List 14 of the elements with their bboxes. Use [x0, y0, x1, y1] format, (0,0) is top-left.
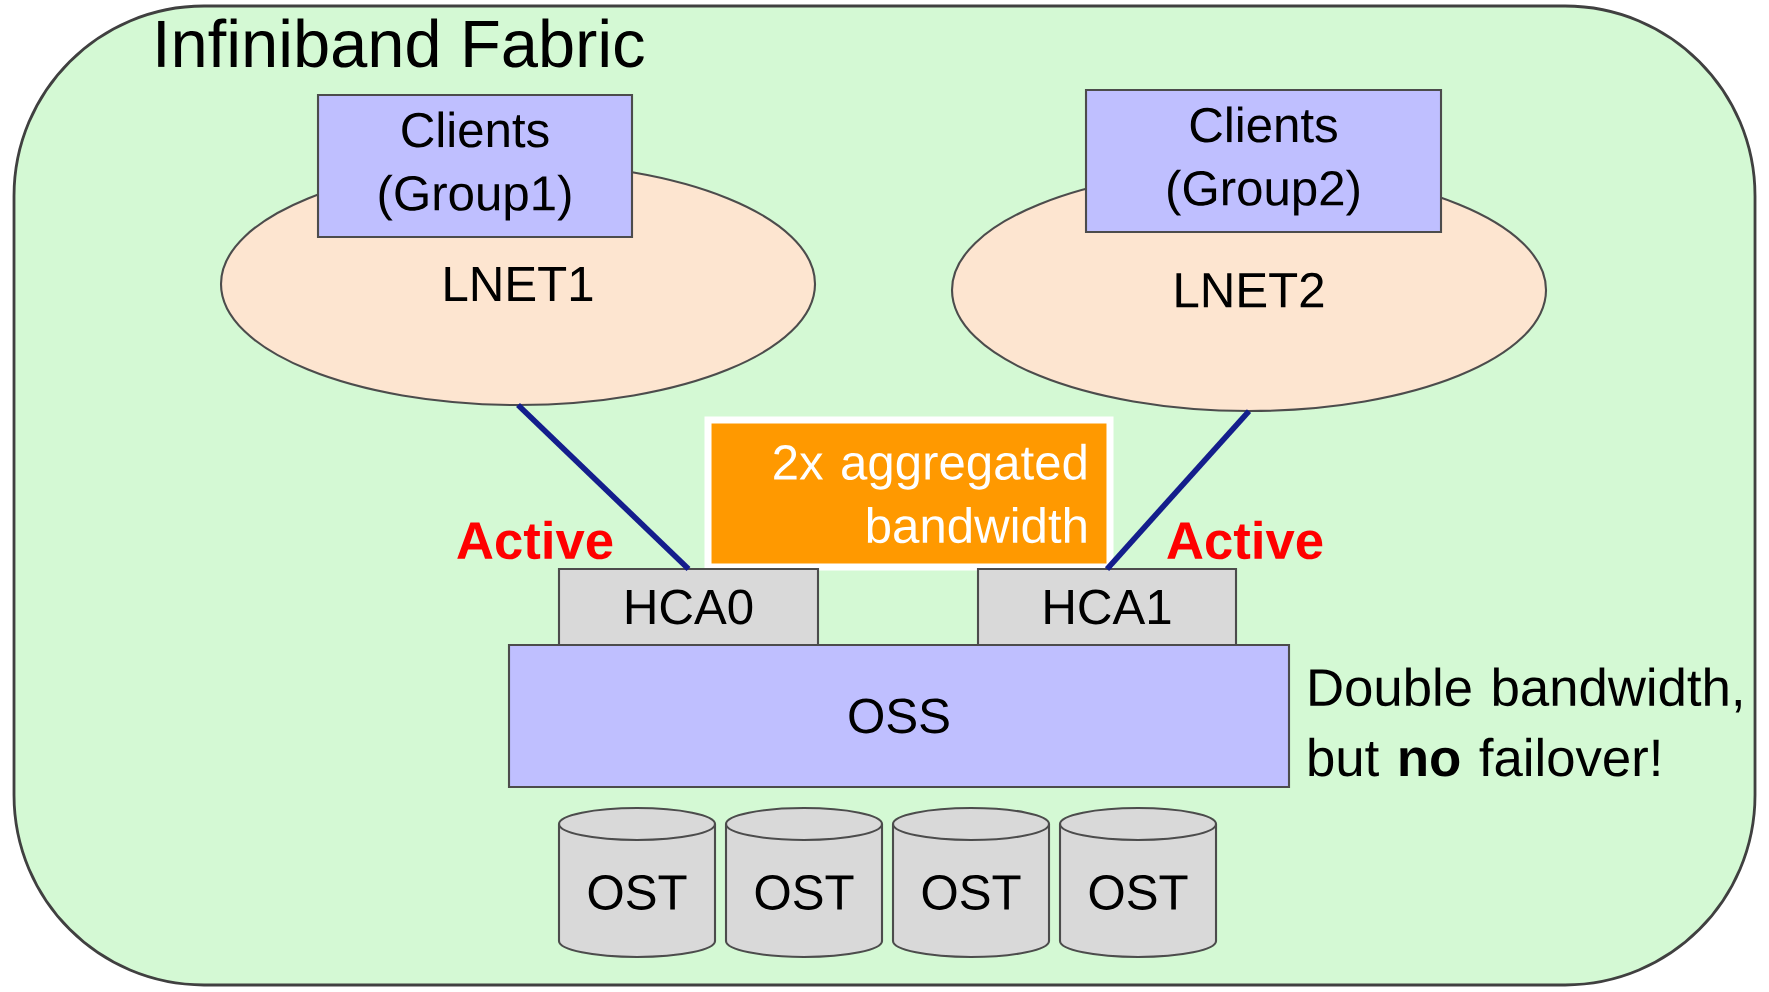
- storage-cylinder: OST: [557, 806, 717, 959]
- status-label: Active: [457, 520, 613, 560]
- adapter-box: HCA0: [557, 567, 820, 647]
- storage-cylinder: OST: [724, 806, 884, 959]
- adapter-box: HCA1: [976, 567, 1238, 647]
- link-line: [516, 403, 691, 572]
- clients-box: Clients (Group2): [1084, 88, 1443, 234]
- storage-cylinder: OST: [891, 806, 1051, 959]
- storage-cylinder: OST: [1058, 806, 1218, 959]
- clients-box: Clients (Group1): [316, 93, 634, 239]
- note-text: Double bandwidth, but no failover!: [1309, 667, 1741, 777]
- server-box: OSS: [507, 643, 1291, 789]
- status-label: Active: [1167, 520, 1323, 560]
- bandwidth-callout: 2x aggregated bandwidth: [704, 416, 1114, 571]
